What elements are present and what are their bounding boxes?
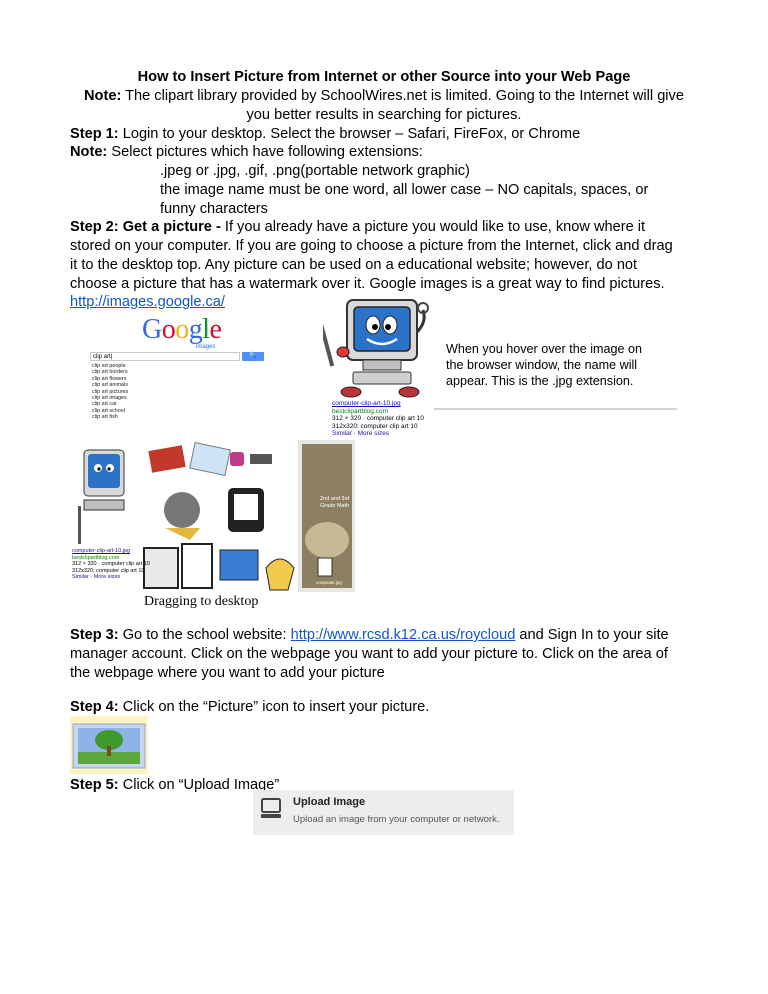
- step2-text1: If you already have a picture you would …: [220, 219, 646, 235]
- step1-text: Login to your desktop. Select the browse…: [118, 126, 581, 142]
- collage-desktop-line: Grade Math: [320, 502, 350, 509]
- upload-image-option[interactable]: Upload Image Upload an image from your c…: [253, 790, 514, 835]
- note2-label: Note:: [70, 144, 108, 160]
- step5: Step 5: Click on “Upload Image”: [70, 776, 279, 795]
- step2-link-row: http://images.google.ca/: [70, 293, 225, 312]
- step1-label: Step 1:: [70, 126, 119, 142]
- picture-tree-icon: [72, 723, 146, 769]
- suggestion-item[interactable]: clip art images: [92, 395, 127, 402]
- google-search-input[interactable]: clip art|: [90, 352, 240, 361]
- suggestion-item[interactable]: clip art borders: [92, 369, 128, 376]
- google-images-link[interactable]: http://images.google.ca/: [70, 294, 225, 310]
- clipart-similar[interactable]: Similar · More sizes: [332, 430, 390, 437]
- step2-line1: Step 2: Get a picture - If you already h…: [70, 218, 645, 237]
- hover-note-line: When you hover over the image on: [446, 342, 643, 356]
- clipart-site: bestclipartblog.com: [332, 407, 388, 415]
- google-suggestion-list: clip art people clip art borders clip ar…: [92, 363, 128, 421]
- google-logo-letter: o: [161, 314, 176, 345]
- google-logo: Google: [142, 314, 222, 346]
- hover-note-line: the browser window, the name will: [446, 358, 638, 372]
- step1: Step 1: Login to your desktop. Select th…: [70, 125, 580, 144]
- step2-line2: stored on your computer. If you are goin…: [70, 238, 673, 254]
- suggestion-item[interactable]: clip art car: [92, 401, 117, 408]
- step4: Step 4: Click on the “Picture” icon to i…: [70, 698, 429, 717]
- google-images-sublabel: images: [196, 344, 216, 350]
- suggestion-item[interactable]: clip art school: [92, 407, 125, 414]
- collage-dims2: 312x320: computer clip art 10: [72, 567, 145, 574]
- hover-note-line: appear. This is the .jpg extension.: [446, 374, 634, 388]
- google-logo-letter: g: [188, 314, 203, 345]
- clipart-dims: 312 × 320 · computer clip art 10: [332, 415, 424, 422]
- step5-label: Step 5:: [70, 777, 119, 793]
- step3-pre: Go to the school website:: [118, 627, 291, 643]
- suggestion-item[interactable]: clip art pictures: [92, 388, 129, 395]
- step3-post: and Sign In to your site: [515, 627, 669, 643]
- clipart-caption: computer-clip-art-10.jpg bestclipartblog…: [332, 400, 424, 438]
- computer-character-icon: [316, 299, 429, 398]
- note2-text: Select pictures which have following ext…: [107, 144, 423, 160]
- note1-line1: Note: The clipart library provided by Sc…: [0, 87, 768, 106]
- note1-line2: you better results in searching for pict…: [246, 107, 522, 123]
- step2-label: Step 2: Get a picture -: [70, 219, 221, 235]
- computer-clipart-image: [316, 292, 433, 432]
- suggestion-item[interactable]: clip art people: [92, 363, 126, 369]
- collage-desktop-label: 2nd and 3rd Grade Math: [320, 496, 349, 509]
- hover-note: When you hover over the image on the bro…: [446, 341, 642, 389]
- google-logo-letter: G: [142, 314, 162, 345]
- collage-caption: Dragging to desktop: [144, 594, 259, 609]
- note2: Note: Select pictures which have followi…: [70, 143, 423, 162]
- step3-line1: Step 3: Go to the school website: http:/…: [70, 626, 669, 645]
- note2-rule1: the image name must be one word, all low…: [160, 182, 649, 198]
- step5-text: Click on “Upload Image”: [118, 777, 280, 793]
- collage-illustration: [70, 440, 355, 592]
- step2-line4: choose a picture that has a watermark ov…: [70, 276, 665, 292]
- note1-label: Note:: [84, 88, 122, 104]
- note1-text1: The clipart library provided by SchoolWi…: [121, 88, 684, 104]
- suggestion-item[interactable]: clip art flowers: [92, 375, 127, 382]
- google-images-screenshot: Google images clip art| 🔍 clip art peopl…: [90, 310, 270, 420]
- school-website-link[interactable]: http://www.rcsd.k12.ca.us/roycloud: [290, 627, 516, 643]
- step4-label: Step 4:: [70, 699, 119, 715]
- google-logo-letter: e: [209, 314, 222, 345]
- collage-similar: Similar · More sizes: [72, 574, 121, 580]
- suggestion-item[interactable]: clip art fish: [92, 414, 118, 421]
- step2-line3: it to the desktop top. Any picture can b…: [70, 257, 638, 273]
- page-title: How to Insert Picture from Internet or o…: [137, 69, 631, 85]
- step3-line3: the webpage where you want to add your p…: [70, 665, 385, 681]
- collage-desktop-file: computer.jpg: [316, 580, 342, 585]
- clipart-filename[interactable]: computer-clip-art-10.jpg: [332, 400, 401, 407]
- google-logo-letter: o: [175, 314, 189, 345]
- divider: [434, 408, 677, 410]
- clipart-dims2: 312x320: computer clip art 10: [332, 422, 418, 430]
- dragging-collage-image: computer-clip-art-10.jpg bestclipartblog…: [70, 440, 355, 592]
- collage-dims: 312 × 320 · computer clip art 10: [72, 561, 150, 567]
- picture-icon[interactable]: [70, 716, 148, 774]
- step4-text: Click on the “Picture” icon to insert yo…: [118, 699, 430, 715]
- computer-upload-icon: [261, 798, 281, 818]
- upload-image-title: Upload Image: [293, 796, 366, 808]
- note2-rule2: funny characters: [160, 201, 268, 217]
- collage-desktop-line: 2nd and 3rd: [320, 496, 350, 502]
- suggestion-item[interactable]: clip art animals: [92, 382, 128, 389]
- collage-filename: computer-clip-art-10.jpg: [72, 548, 131, 554]
- collage-caption-block: computer-clip-art-10.jpg bestclipartblog…: [72, 548, 150, 581]
- google-logo-letter: l: [202, 314, 210, 345]
- note2-extensions: .jpeg or .jpg, .gif, .png(portable netwo…: [160, 163, 470, 179]
- step3-label: Step 3:: [70, 627, 119, 643]
- google-search-button[interactable]: 🔍: [242, 352, 264, 361]
- step3-line2: manager account. Click on the webpage yo…: [70, 646, 668, 662]
- upload-image-subtitle: Upload an image from your computer or ne…: [293, 814, 500, 825]
- collage-site: bestclipartblog.com: [72, 554, 120, 561]
